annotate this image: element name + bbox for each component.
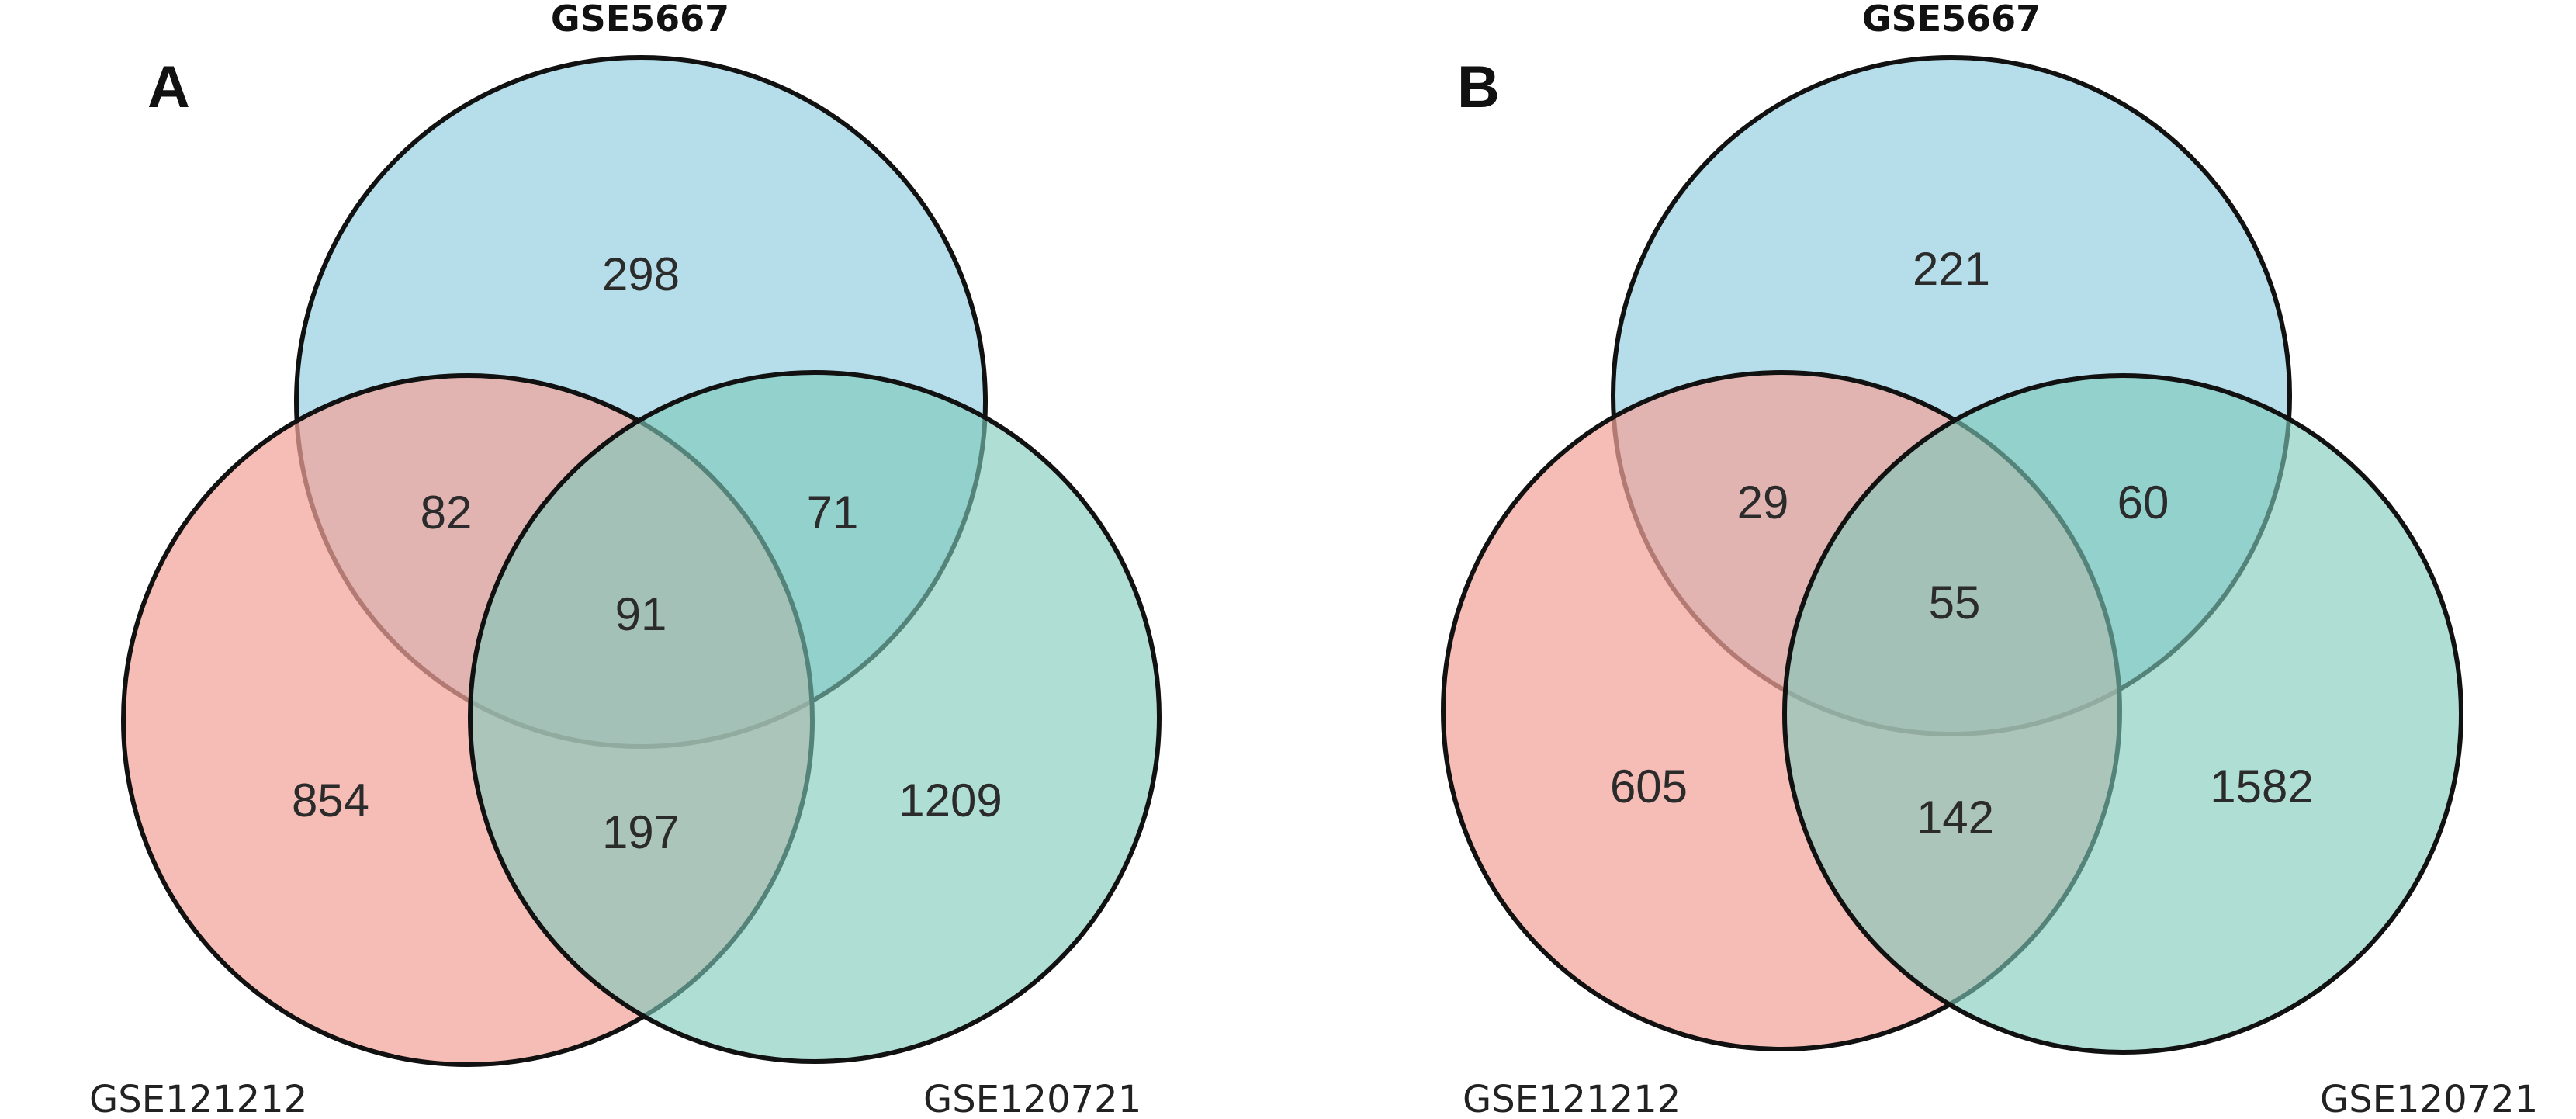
set-label-left-a: GSE121212 [89, 1078, 307, 1115]
count-left-only-b: 605 [1610, 760, 1688, 812]
venn-panel-b: B GSE5667 GSE121212 GSE120721 221 29 60 … [1441, 0, 2538, 1119]
count-top-left-a: 82 [421, 487, 473, 539]
count-top-only-b: 221 [1913, 243, 1990, 295]
set-label-left-b: GSE121212 [1463, 1078, 1681, 1115]
count-right-only-b: 1582 [2210, 760, 2313, 812]
count-top-right-b: 60 [2117, 476, 2169, 528]
circle-right-b [1782, 373, 2463, 1055]
count-left-right-b: 142 [1916, 792, 1994, 844]
set-label-right-b: GSE120721 [2320, 1078, 2538, 1115]
circle-right-a [468, 370, 1162, 1064]
count-top-only-a: 298 [602, 248, 680, 300]
count-all-three-b: 55 [1929, 577, 1981, 629]
venn-panel-a: A GSE5667 GSE121212 GSE120721 298 82 71 … [89, 0, 1162, 1119]
count-right-only-a: 1209 [898, 774, 1002, 826]
count-left-right-a: 197 [602, 806, 680, 858]
count-top-left-b: 29 [1737, 476, 1789, 528]
set-label-right-a: GSE120721 [923, 1078, 1141, 1115]
set-label-top-a: GSE5667 [551, 0, 729, 40]
count-all-three-a: 91 [615, 588, 667, 640]
panel-letter-b: B [1457, 54, 1500, 120]
count-left-only-a: 854 [292, 774, 369, 826]
panel-letter-a: A [147, 54, 190, 120]
set-label-top-b: GSE5667 [1862, 0, 2041, 40]
count-top-right-a: 71 [807, 487, 859, 539]
